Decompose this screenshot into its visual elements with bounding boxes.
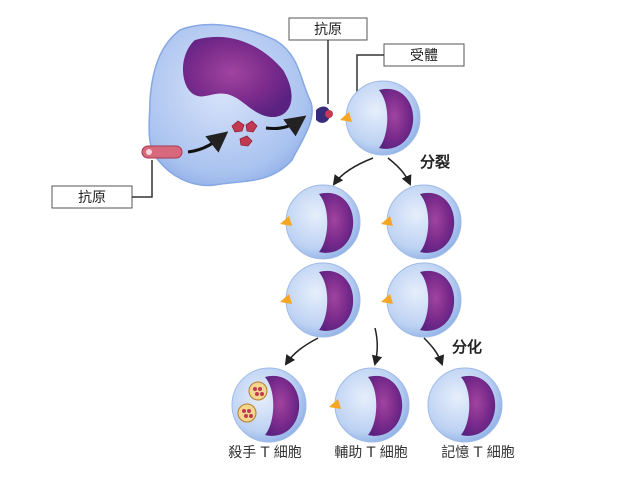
receptor-label: 受體 (344, 43, 465, 121)
presentation-arrow (265, 115, 307, 137)
helper-t-cell (329, 367, 410, 443)
t-cell-clone (381, 184, 462, 260)
differentiation-arrow-middle (371, 327, 383, 367)
division-label: 分裂 (420, 153, 450, 171)
t-cell-clone (280, 262, 361, 338)
antigen-label-left: 抗原 (51, 160, 153, 209)
division-arrow-right (387, 157, 412, 186)
apc-nucleus (182, 36, 292, 118)
receptor-icon (381, 216, 393, 226)
receptor-icon (280, 294, 292, 304)
receptor-icon (340, 112, 352, 122)
t-cell-clone (381, 262, 462, 338)
svg-text:抗原: 抗原 (78, 190, 106, 206)
differentiation-arrow-left (284, 337, 319, 366)
killer-t-cell (231, 367, 307, 443)
svg-text:抗原: 抗原 (314, 22, 342, 38)
receptor-icon (329, 399, 341, 409)
mhc-antigen-complex (316, 106, 333, 123)
antigen-presenting-cell (141, 23, 333, 187)
internalization-arrow (187, 131, 229, 154)
receptor-icon (381, 294, 393, 304)
memory-t-cell-label: 記憶 T 細胞 (441, 444, 514, 461)
antigen-label-top: 抗原 (288, 17, 368, 104)
differentiation-label: 分化 (452, 338, 482, 356)
division-arrow-left (332, 157, 374, 186)
differentiation-arrow-right (423, 337, 445, 366)
antigen-fragments (231, 120, 258, 147)
memory-t-cell (427, 367, 503, 443)
naive-t-cell (340, 80, 421, 156)
helper-t-cell-label: 輔助 T 細胞 (334, 445, 407, 461)
receptor-icon (280, 216, 292, 226)
granule-icon (248, 381, 268, 401)
antigen-rod (141, 145, 183, 159)
granule-icon (237, 403, 257, 423)
t-cell-clone (280, 184, 361, 260)
killer-t-cell-label: 殺手 T 細胞 (228, 445, 301, 461)
svg-text:受體: 受體 (410, 48, 438, 64)
